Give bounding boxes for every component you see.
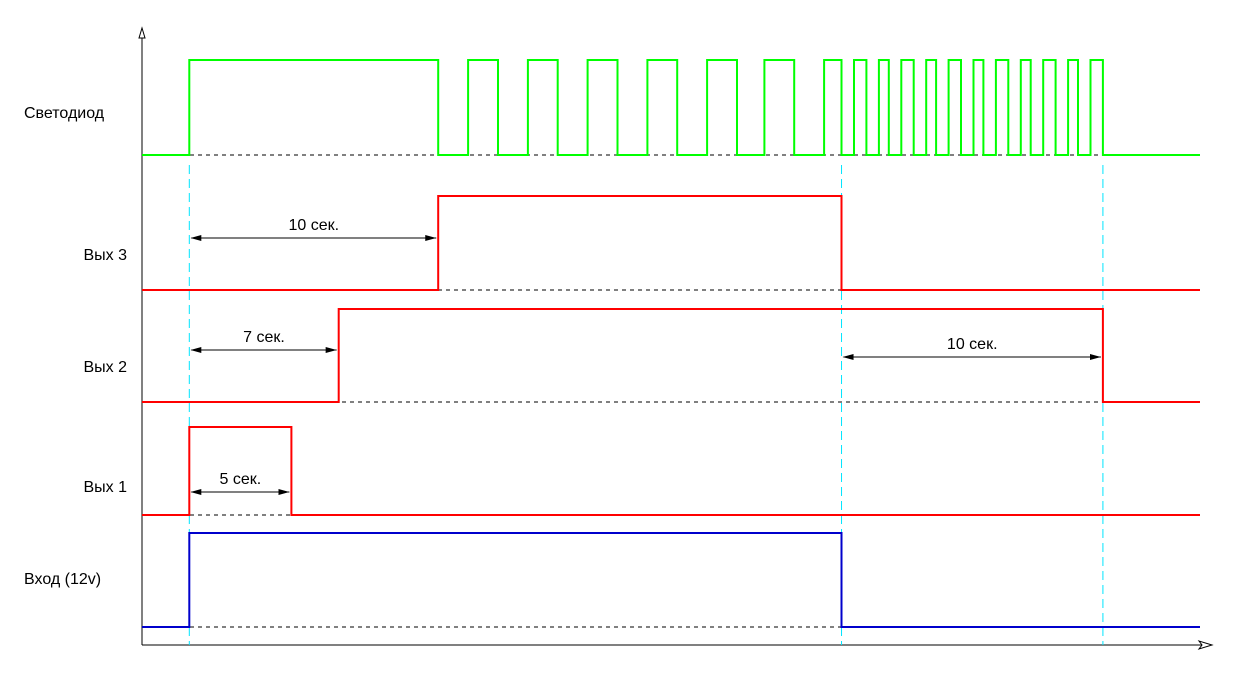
waveform-out1 <box>142 426 1200 516</box>
dimension-label: 5 сек. <box>219 471 261 488</box>
signal-label-input: Вход (12v) <box>24 571 101 588</box>
dimension-annotations: 10 сек. 7 сек. 10 сек. 5 сек. <box>190 217 1101 495</box>
dimension-label: 7 сек. <box>243 329 285 346</box>
signal-label-out2: Вых 2 <box>83 359 127 376</box>
signal-label-out3: Вых 3 <box>83 247 127 264</box>
guide-lines <box>188 165 1104 645</box>
waveform-led <box>142 59 1200 156</box>
signal-label-out1: Вых 1 <box>83 479 127 496</box>
dimension-label: 10 сек. <box>947 336 998 353</box>
y-axis-arrow-icon <box>138 26 146 39</box>
waveform-out2 <box>142 308 1200 403</box>
dimension-label: 10 сек. <box>288 217 339 234</box>
waveform-input <box>142 532 1200 628</box>
axes <box>138 26 1214 650</box>
waveform-out3 <box>142 195 1200 291</box>
x-axis-arrow-icon <box>1197 640 1214 650</box>
signal-label-led: Светодиод <box>24 105 105 122</box>
waveforms <box>142 59 1200 628</box>
